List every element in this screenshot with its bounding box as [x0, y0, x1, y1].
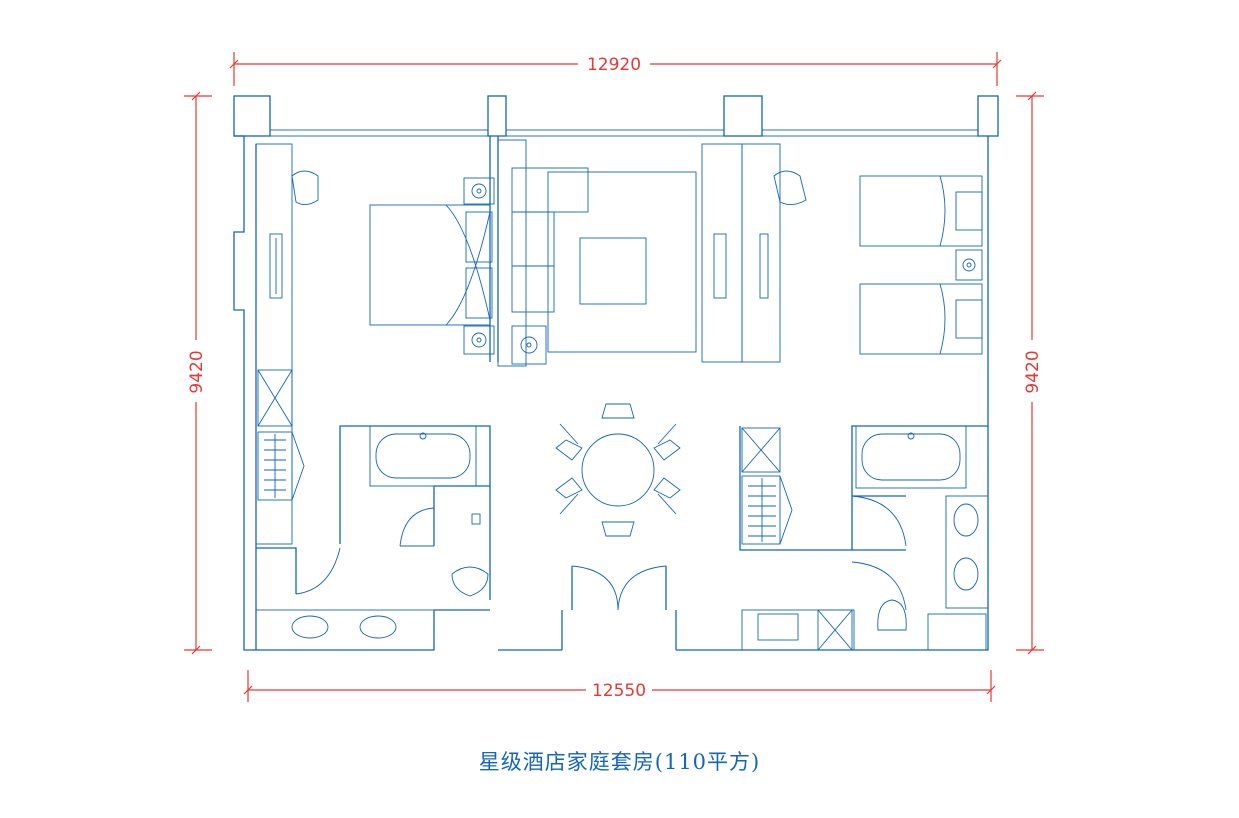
dimension-top: 12920 [229, 52, 1002, 86]
drawing-title: 星级酒店家庭套房(110平方) [478, 750, 761, 774]
bathtub-right [861, 433, 961, 481]
toilet-left [451, 566, 489, 597]
wardrobe-hangers-right [748, 478, 776, 542]
bathtub-left [375, 433, 471, 479]
dimension-left: 9420 [184, 91, 212, 655]
armchair-icon [291, 170, 319, 205]
twin-bed-1 [859, 175, 983, 247]
entry-double-door [571, 565, 667, 611]
living-room-rug [547, 171, 697, 353]
structural-columns [233, 95, 999, 137]
dimension-top-label: 12920 [587, 55, 641, 75]
dimension-right: 9420 [1016, 91, 1044, 655]
coffee-table [579, 237, 647, 305]
living-room [497, 139, 743, 367]
double-bed [369, 204, 491, 326]
kitchen-sink [757, 613, 799, 641]
sink-right-2 [953, 557, 979, 591]
exterior-walls [233, 135, 989, 651]
dining-area [555, 403, 681, 537]
window-line-top [269, 129, 979, 137]
armchair-icon-right [773, 170, 807, 205]
dimension-right-label: 9420 [1023, 350, 1043, 393]
dimension-left-label: 9420 [187, 350, 207, 393]
wardrobe-hangers-left [264, 434, 286, 498]
dimension-bottom-label: 12550 [592, 681, 646, 701]
sink-left-1 [291, 615, 329, 639]
left-bathroom [255, 425, 491, 651]
right-bedroom [713, 143, 983, 363]
sofa [511, 167, 589, 213]
right-bathroom [739, 425, 989, 651]
sink-right-1 [953, 503, 979, 537]
left-bedroom [255, 136, 499, 545]
dimension-bottom: 12550 [243, 670, 996, 702]
twin-bed-2 [859, 283, 983, 355]
toilet-right [877, 599, 907, 631]
sink-left-2 [359, 615, 397, 639]
dining-table [581, 433, 655, 507]
